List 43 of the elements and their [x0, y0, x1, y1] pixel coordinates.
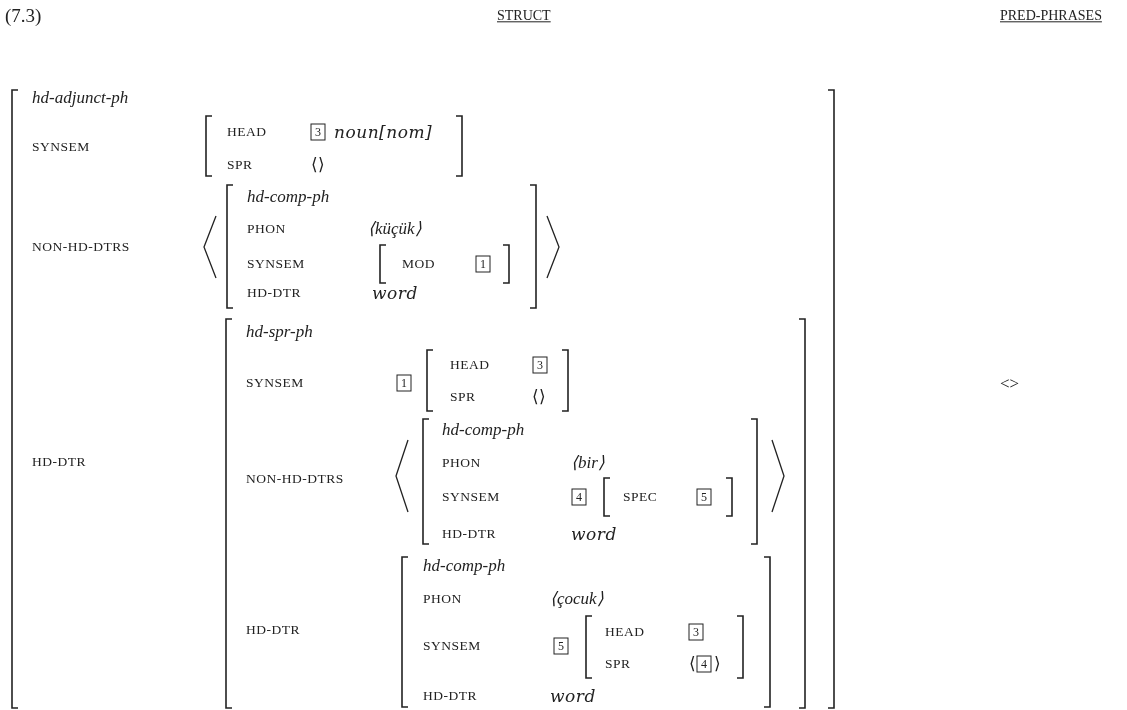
feature-name: HD-DTR	[247, 285, 301, 301]
feature-name: HD-DTR	[442, 526, 496, 542]
feature-name: SYNSEM	[246, 375, 304, 391]
feature-name: HD-DTR	[246, 622, 300, 638]
value-label: noun[nom]	[334, 122, 433, 142]
feature-name: MOD	[402, 256, 435, 272]
column-heading: PRED-PHRASES	[1000, 8, 1102, 24]
feature-name: SYNSEM	[442, 489, 500, 505]
feature-name: SPEC	[623, 489, 658, 505]
feature-name: SYNSEM	[423, 638, 481, 654]
type-label: hd-comp-ph	[442, 420, 525, 440]
type-label: hd-comp-ph	[423, 556, 506, 576]
value-label: word	[372, 283, 418, 303]
feature-name: HD-DTR	[423, 688, 477, 704]
feature-name: PHON	[442, 455, 481, 471]
feature-name: SYNSEM	[32, 139, 90, 155]
list-value: ⟨⟩	[311, 155, 325, 175]
column-heading: STRUCT	[497, 8, 551, 24]
type-label: ⟨çocuk⟩	[550, 589, 604, 609]
feature-name: NON-HD-DTRS	[246, 471, 344, 487]
example-number: (7.3)	[5, 5, 42, 27]
feature-name: SPR	[605, 656, 631, 672]
type-label: hd-spr-ph	[246, 322, 313, 342]
value-label: word	[550, 686, 596, 706]
feature-name: PHON	[423, 591, 462, 607]
type-label: hd-adjunct-ph	[32, 88, 129, 108]
feature-name: HEAD	[450, 357, 490, 373]
list-value: <>	[1000, 374, 1020, 394]
feature-name: PHON	[247, 221, 286, 237]
feature-name: HD-DTR	[32, 454, 86, 470]
feature-name: NON-HD-DTRS	[32, 239, 130, 255]
feature-name: SPR	[450, 389, 476, 405]
list-value: ⟨⟩	[532, 387, 546, 407]
value-label: word	[571, 524, 617, 544]
list-value: ⟩	[714, 654, 721, 674]
list-value: ⟨	[689, 654, 696, 674]
type-label: hd-comp-ph	[247, 187, 330, 207]
type-label: ⟨küçük⟩	[368, 219, 422, 239]
feature-name: SPR	[227, 157, 253, 173]
feature-name: SYNSEM	[247, 256, 305, 272]
feature-name: HEAD	[605, 624, 645, 640]
feature-name: HEAD	[227, 124, 267, 140]
type-label: ⟨bir⟩	[571, 453, 605, 473]
